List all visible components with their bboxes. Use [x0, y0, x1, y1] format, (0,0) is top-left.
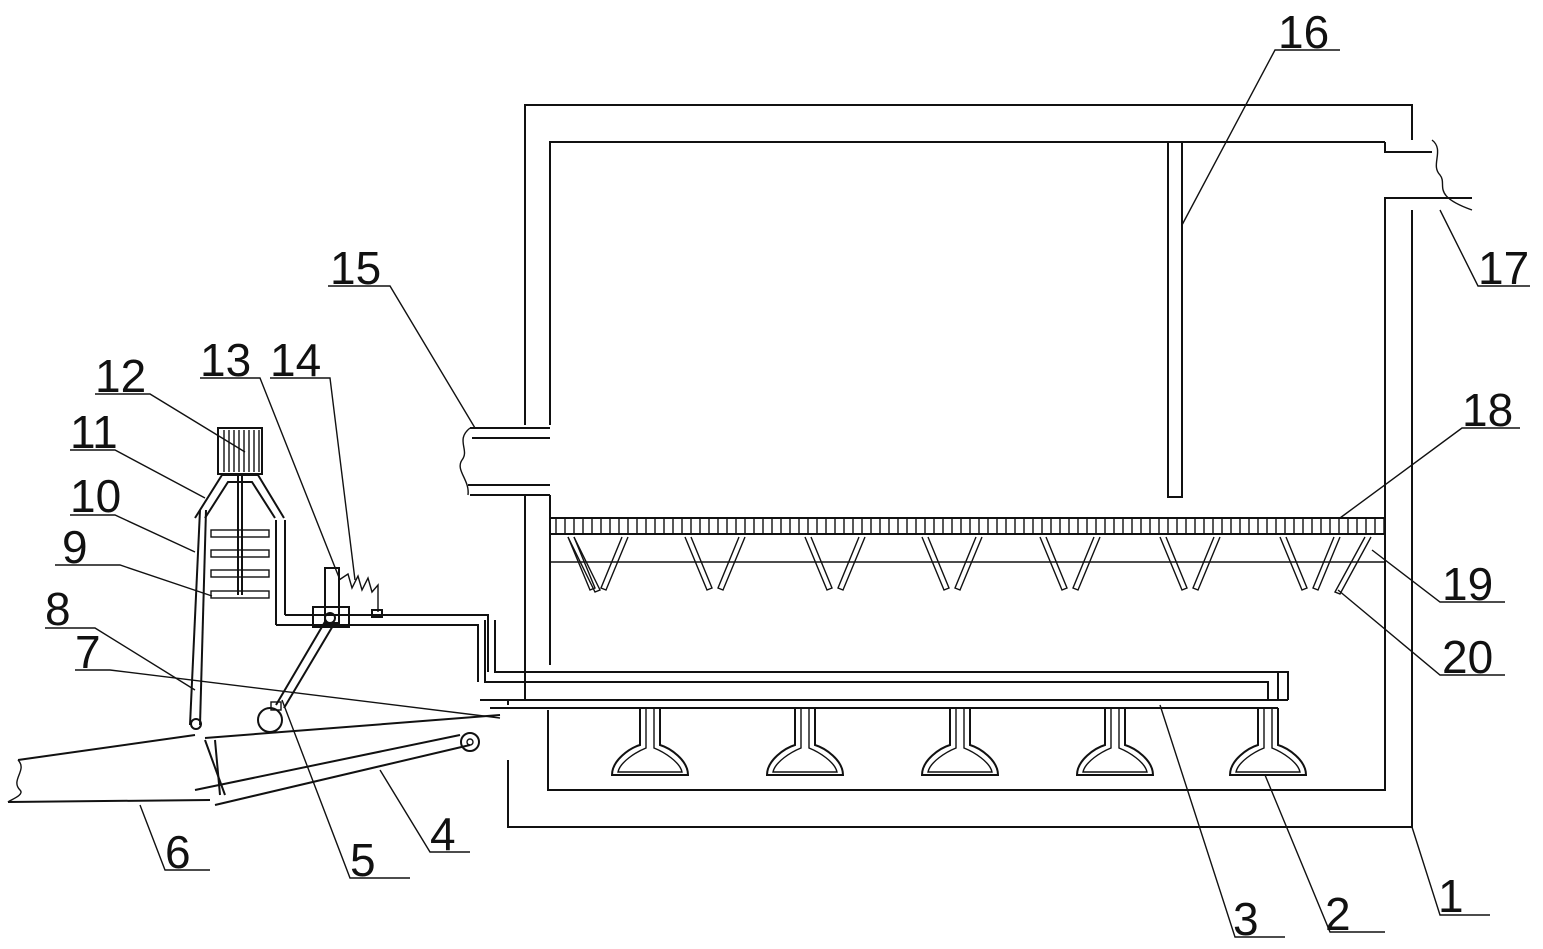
label-15: 15	[330, 242, 381, 294]
label-11: 11	[70, 406, 118, 458]
guide-plate	[567, 536, 601, 593]
label-5: 5	[350, 834, 376, 886]
label-1: 1	[1438, 870, 1464, 922]
guide-plate	[600, 536, 629, 591]
diffuser-inner	[617, 708, 683, 773]
diffuser-head	[1228, 708, 1308, 776]
label-17: 17	[1478, 242, 1529, 294]
guide-plate	[1159, 536, 1188, 591]
guide-plate	[1072, 536, 1101, 591]
outlet-pipe	[1384, 139, 1473, 211]
diffuser-inner	[1235, 708, 1301, 773]
label-8: 8	[45, 583, 71, 635]
diffuser-inner	[772, 708, 838, 773]
label-20: 20	[1442, 631, 1493, 683]
inlet-pipe	[459, 427, 550, 496]
guide-plate	[1334, 536, 1372, 595]
guide-plate	[1312, 536, 1341, 591]
guide-plate	[954, 536, 983, 591]
diffuser-head	[610, 708, 690, 776]
guide-plate	[1192, 536, 1221, 591]
diffuser-head	[920, 708, 1000, 776]
aeration-system	[480, 620, 1308, 776]
label-3: 3	[1233, 893, 1259, 945]
discharge-chute	[7, 734, 226, 803]
diffuser-inner	[1082, 708, 1148, 773]
label-18: 18	[1462, 384, 1513, 436]
label-4: 4	[430, 808, 456, 860]
filter-screen	[549, 517, 1386, 535]
label-12: 12	[95, 350, 146, 402]
mixing-tower	[194, 427, 285, 599]
guide-plate	[921, 536, 950, 591]
guide-plate	[804, 536, 833, 591]
guide-plate	[684, 536, 713, 591]
guide-plate	[837, 536, 866, 591]
diffuser-inner	[927, 708, 993, 773]
leader-lines	[45, 49, 1530, 938]
label-13: 13	[200, 334, 251, 386]
part-labels: 1 2 3 4 5 6 7 8 9 10 11 12 13 14 15 16 1…	[45, 6, 1529, 945]
diffuser-head	[765, 708, 845, 776]
label-6: 6	[165, 826, 191, 878]
linkage	[257, 567, 383, 733]
side-chamber	[189, 509, 501, 806]
guide-plate	[567, 536, 596, 591]
label-16: 16	[1278, 6, 1329, 58]
label-9: 9	[62, 521, 88, 573]
guide-plate	[717, 536, 746, 591]
main-tank	[507, 104, 1413, 828]
label-19: 19	[1442, 558, 1493, 610]
label-14: 14	[270, 334, 321, 386]
guide-plates	[550, 536, 1385, 595]
baffle	[1167, 142, 1183, 498]
label-10: 10	[70, 470, 121, 522]
guide-plate	[1039, 536, 1068, 591]
label-2: 2	[1325, 888, 1351, 940]
guide-plate	[1279, 536, 1308, 591]
diffuser-head	[1075, 708, 1155, 776]
label-7: 7	[75, 626, 101, 678]
